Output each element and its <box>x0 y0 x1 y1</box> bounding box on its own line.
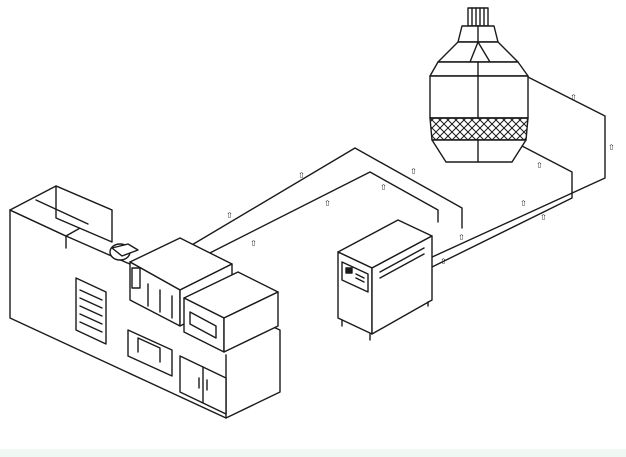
flow-arrow-icon: ⇧ <box>380 183 387 192</box>
flow-arrow-icon: ⇧ <box>536 161 543 170</box>
flow-arrow-icon: ⇧ <box>458 233 465 242</box>
bottom-strip <box>0 449 626 457</box>
flow-arrow-icon: ⇧ <box>298 171 305 180</box>
flow-arrow-icon: ⇧ <box>226 211 233 220</box>
cooling-tower <box>429 7 529 163</box>
machine-to-controller-loop <box>179 147 463 263</box>
flow-arrow-icon: ⇧ <box>324 199 331 208</box>
flow-arrow-icon: ⇧ <box>520 199 527 208</box>
flow-arrows: ⇧ ⇧ ⇧ ⇧ ⇧ ⇧ ⇧ ⇧ ⇧ ⇧ ⇧ ⇧ ⇧ <box>226 93 615 266</box>
flow-arrow-icon: ⇧ <box>570 93 577 102</box>
flow-arrow-icon: ⇧ <box>410 167 417 176</box>
flow-arrow-icon: ⇧ <box>608 143 615 152</box>
mold-temperature-controller <box>337 219 433 341</box>
flow-arrow-icon: ⇧ <box>540 213 547 222</box>
injection-molding-machine <box>9 185 281 419</box>
controller-to-tower-loop <box>429 73 606 269</box>
flow-arrow-icon: ⇧ <box>440 257 447 266</box>
flow-arrow-icon: ⇧ <box>250 239 257 248</box>
